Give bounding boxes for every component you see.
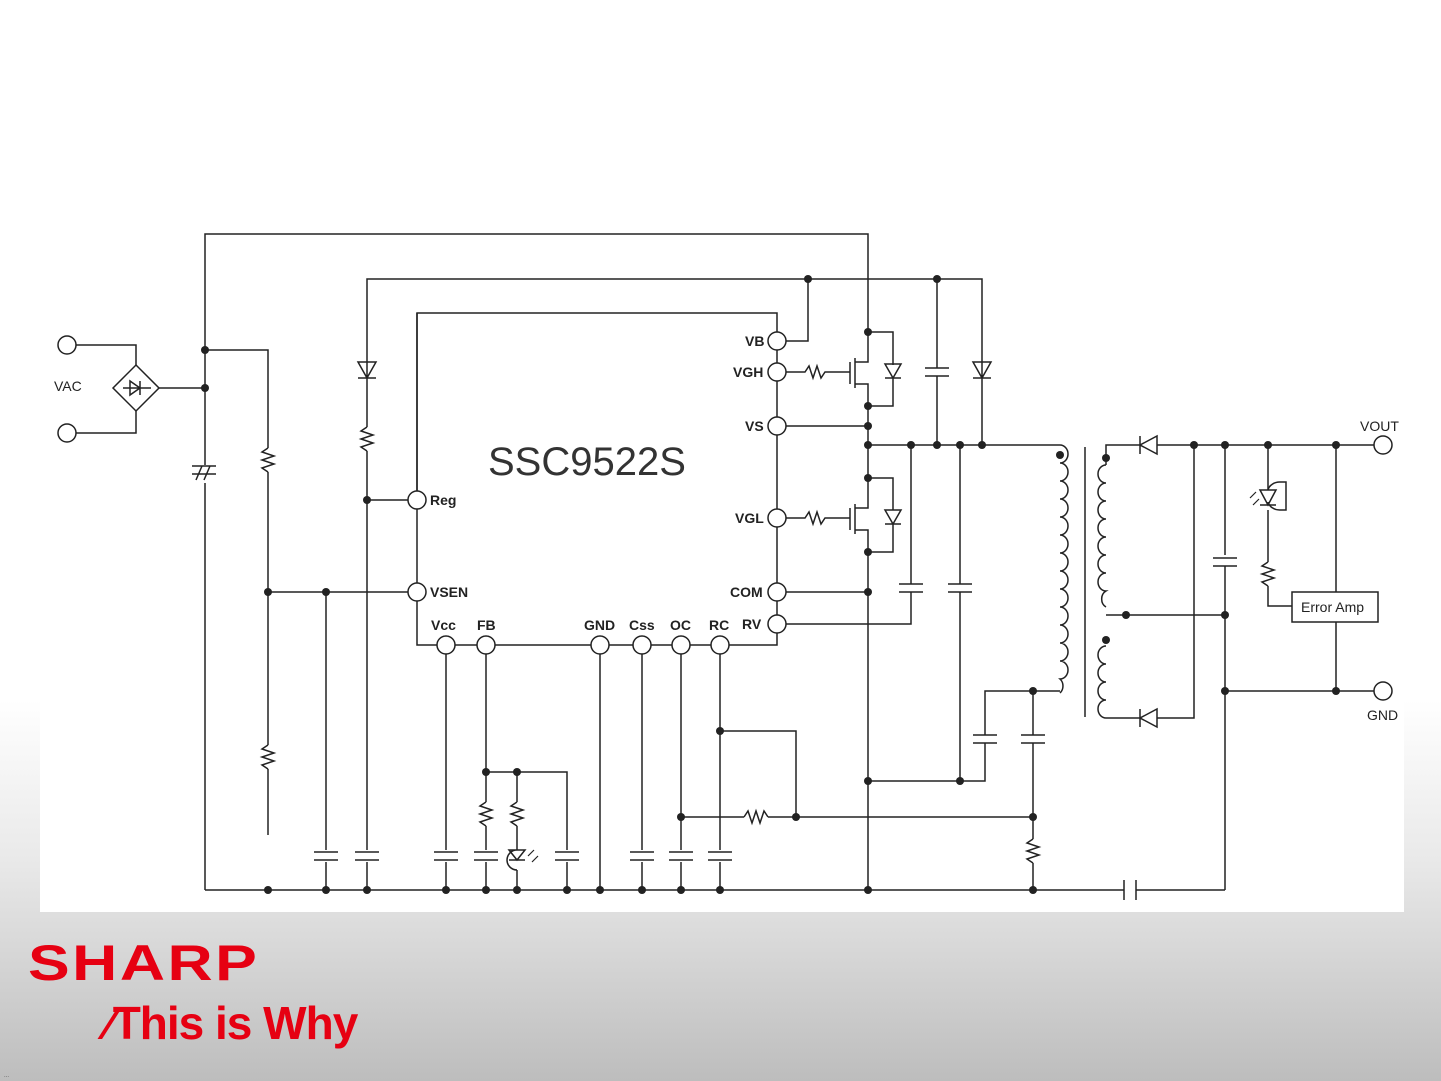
pin-css: Css xyxy=(629,617,655,633)
terminal-vac-label: VAC xyxy=(54,378,82,394)
pin-vcc: Vcc xyxy=(431,617,456,633)
brand-logo: SHARP ∕This is Why xyxy=(28,938,213,988)
pin-reg: Reg xyxy=(430,492,456,508)
terminal-vout-label: VOUT xyxy=(1360,418,1399,434)
pin-vs: VS xyxy=(745,418,764,434)
error-amp-label: Error Amp xyxy=(1301,599,1364,615)
terminal-gnd-label: GND xyxy=(1367,707,1398,723)
pin-vb: VB xyxy=(745,333,764,349)
pin-rc: RC xyxy=(709,617,729,633)
slide-corner-mark: ... xyxy=(4,1073,9,1079)
pin-vgh: VGH xyxy=(733,364,763,380)
pin-oc: OC xyxy=(670,617,691,633)
brand-tagline: ∕This is Why xyxy=(106,996,357,1050)
pin-com: COM xyxy=(730,584,763,600)
pin-vgl: VGL xyxy=(735,510,764,526)
pin-rv: RV xyxy=(742,616,762,632)
pin-vsen: VSEN xyxy=(430,584,468,600)
brand-tagline-text: This is Why xyxy=(113,997,358,1049)
brand-name: SHARP xyxy=(28,938,259,988)
pin-fb: FB xyxy=(477,617,496,633)
chip-label: SSC9522S xyxy=(488,440,686,484)
pin-gnd: GND xyxy=(584,617,615,633)
